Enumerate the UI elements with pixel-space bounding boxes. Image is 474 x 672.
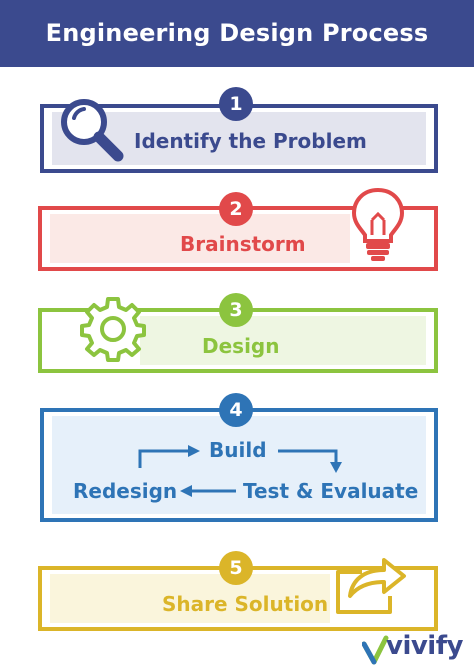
step-5-label: Share Solution bbox=[162, 592, 329, 616]
lightbulb-icon bbox=[350, 186, 406, 264]
step-1-badge: 1 bbox=[219, 87, 253, 121]
step-3-badge: 3 bbox=[219, 293, 253, 327]
step-2-badge: 2 bbox=[219, 192, 253, 226]
step-4-test-label: Test & Evaluate bbox=[243, 479, 419, 503]
step-5-fill bbox=[50, 574, 330, 623]
step-3-fill bbox=[140, 316, 426, 365]
step-4-build-label: Build bbox=[209, 438, 267, 462]
step-2-fill bbox=[50, 214, 350, 263]
share-arrow-icon bbox=[328, 546, 412, 618]
page-title: Engineering Design Process bbox=[45, 19, 429, 47]
step-4-redesign-label: Redesign bbox=[73, 479, 178, 503]
step-1-label: Identify the Problem bbox=[134, 129, 367, 153]
header-bar bbox=[0, 0, 474, 67]
vivify-logo bbox=[361, 630, 472, 668]
gear-icon bbox=[80, 296, 146, 362]
magnifier-icon bbox=[56, 94, 128, 164]
step-3-label: Design bbox=[202, 334, 280, 358]
step-2-label: Brainstorm bbox=[180, 232, 306, 256]
step-4-badge: 4 bbox=[219, 393, 253, 427]
step-5-badge: 5 bbox=[219, 551, 253, 585]
step-4-fill bbox=[52, 416, 426, 514]
brand-name: vivify bbox=[386, 631, 463, 661]
cycle-arrows-icon bbox=[138, 445, 342, 497]
